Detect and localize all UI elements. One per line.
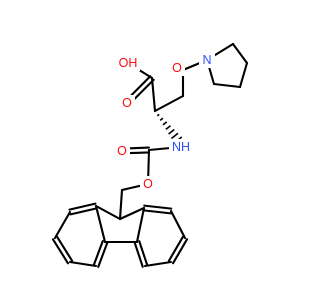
single-bond bbox=[238, 61, 249, 89]
single-bond bbox=[68, 260, 98, 268]
single-bond bbox=[94, 204, 107, 244]
single-bond bbox=[53, 210, 72, 240]
stereo-layer bbox=[156, 113, 183, 144]
single-bond bbox=[212, 82, 242, 89]
double-bond-line bbox=[68, 202, 97, 211]
hash-wedge-segment bbox=[170, 132, 179, 140]
double-bond-line bbox=[142, 209, 172, 215]
bond-layer bbox=[51, 42, 249, 268]
double-bond-line bbox=[51, 238, 70, 265]
single-bond bbox=[118, 188, 124, 221]
double-bond-line bbox=[69, 207, 98, 216]
single-bond bbox=[169, 209, 187, 240]
double-bond-line bbox=[167, 235, 184, 262]
single-bond bbox=[135, 206, 146, 244]
single-bond bbox=[150, 76, 157, 113]
single-bond bbox=[153, 94, 185, 113]
hash-wedge-segment bbox=[156, 113, 160, 117]
atom-label-nh: NH bbox=[172, 140, 190, 154]
double-bond-line bbox=[55, 235, 74, 262]
atom-label-ring-n: N bbox=[202, 53, 211, 67]
double-bond-line bbox=[172, 238, 189, 265]
double-bond-line bbox=[92, 240, 104, 267]
double-bond-line bbox=[138, 240, 149, 267]
atom-label-oh: OH bbox=[119, 56, 138, 70]
double-bond-line bbox=[143, 204, 173, 210]
hash-wedge-segment bbox=[165, 125, 171, 131]
atom-label-acid-o: O bbox=[122, 96, 132, 110]
atom-label-ketone-o: O bbox=[172, 61, 182, 75]
single-bond bbox=[118, 206, 146, 221]
molecule-drawing: OH O O N NH O O bbox=[51, 42, 249, 268]
double-bond-line bbox=[97, 241, 109, 268]
hash-wedge-segment bbox=[162, 121, 168, 126]
hash-wedge-segment bbox=[168, 128, 175, 135]
atom-label-ester-o: O bbox=[143, 177, 153, 191]
structure-diagram: OH O O N NH O O bbox=[51, 42, 249, 268]
hash-wedge-segment bbox=[159, 117, 164, 122]
double-bond-line bbox=[133, 241, 144, 268]
single-bond bbox=[94, 204, 122, 221]
single-bond bbox=[231, 42, 249, 65]
single-bond bbox=[143, 260, 173, 268]
atom-label-carbamate-o: O bbox=[117, 144, 127, 158]
atom-label-layer: OH O O N NH O O bbox=[114, 52, 215, 192]
